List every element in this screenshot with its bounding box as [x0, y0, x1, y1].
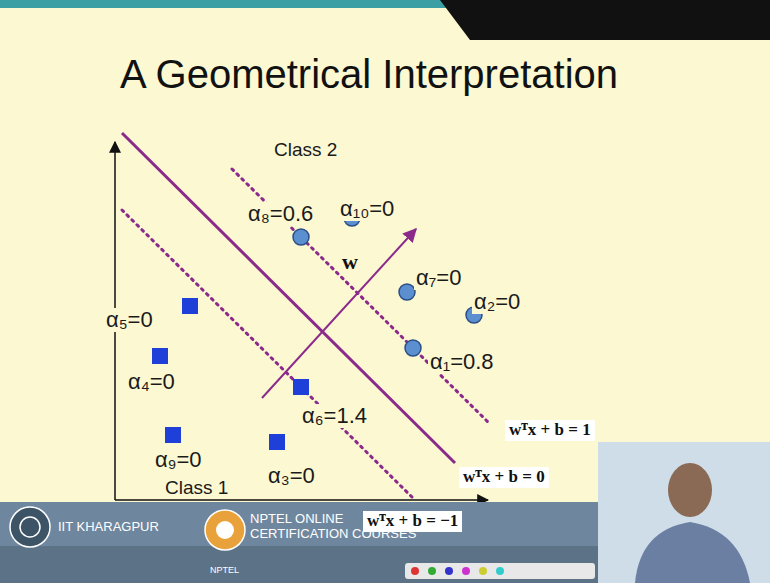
class2-point	[293, 229, 309, 245]
alpha-label: α₆=1.4	[300, 404, 369, 428]
alpha-label: α₈=0.6	[246, 202, 315, 226]
toolbar-strip	[405, 563, 595, 579]
weight-arrow	[262, 229, 416, 398]
alpha-label: α₄=0	[126, 370, 177, 394]
slide-title: A Geometrical Interpretation	[120, 52, 618, 96]
footer-text: IIT KHARAGPUR	[58, 520, 159, 534]
equation-label: wᵀx + b = 1	[505, 420, 595, 441]
toolbar	[405, 563, 595, 579]
vector-label: w	[340, 250, 360, 274]
presenter-video	[598, 442, 770, 583]
margin-line	[122, 210, 415, 500]
alpha-label: α₃=0	[266, 464, 317, 488]
top-band	[440, 0, 770, 40]
footer-text: CERTIFICATION COURSES	[250, 527, 416, 541]
tool-icon	[479, 567, 487, 575]
alpha-label: α₅=0	[104, 308, 155, 332]
iit-logo	[10, 507, 50, 547]
footer-text: NPTEL	[210, 566, 239, 576]
class-label: Class 2	[272, 140, 339, 161]
footer-text: NPTEL ONLINE	[250, 512, 343, 526]
decision-line	[122, 133, 455, 463]
tool-icon	[496, 567, 504, 575]
presenter-head	[668, 463, 712, 517]
presenter-body	[635, 522, 750, 583]
tool-icon	[445, 567, 453, 575]
class1-point	[269, 434, 285, 450]
tool-icon	[428, 567, 436, 575]
iit-logo	[20, 517, 40, 537]
class1-point	[165, 427, 181, 443]
class1-point	[152, 348, 168, 364]
nptel-logo	[205, 510, 245, 550]
alpha-label: α₁₀=0	[338, 197, 396, 221]
alpha-label: α₂=0	[472, 290, 522, 314]
tool-icon	[462, 567, 470, 575]
margin-line	[232, 169, 490, 424]
class1-point	[182, 298, 198, 314]
equation-label: wᵀx + b = 0	[459, 467, 549, 488]
alpha-label: α₁=0.8	[428, 350, 496, 374]
class1-point	[293, 379, 309, 395]
x-axis	[115, 499, 488, 501]
alpha-label: α₇=0	[414, 266, 463, 290]
class2-point	[399, 284, 415, 300]
nptel-logo	[216, 521, 234, 539]
tool-icon	[411, 567, 419, 575]
alpha-label: α₉=0	[153, 448, 204, 472]
class-label: Class 1	[163, 478, 230, 499]
class2-point	[405, 340, 421, 356]
